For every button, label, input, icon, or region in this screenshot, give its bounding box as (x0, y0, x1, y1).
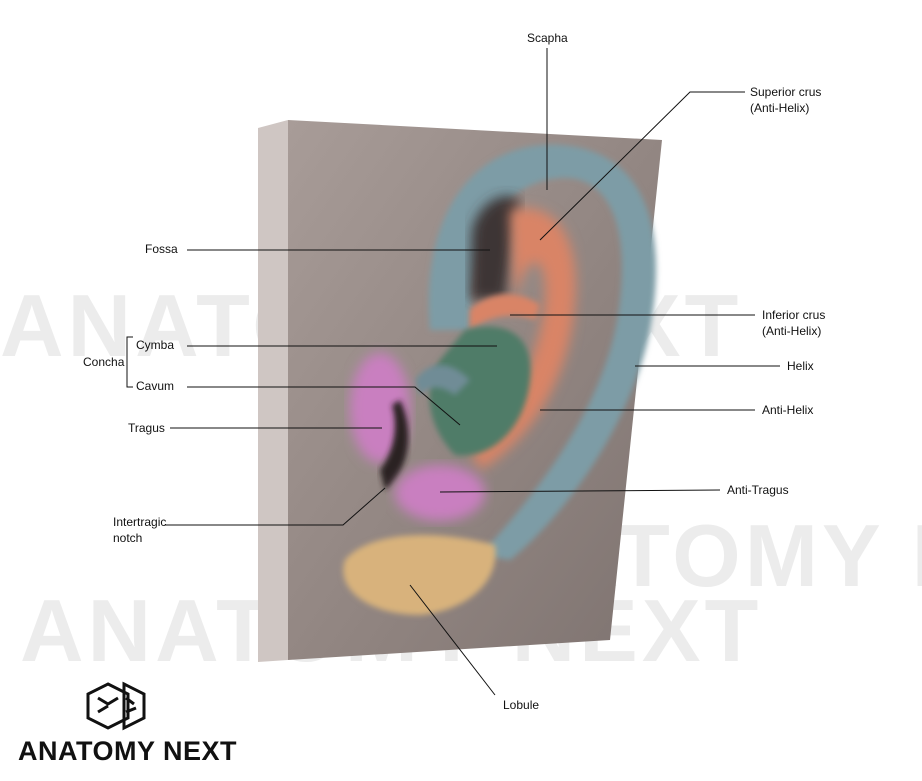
label-lobule: Lobule (503, 698, 540, 712)
helix (428, 144, 656, 560)
label-superior-crus-sub: (Anti-Helix) (750, 101, 810, 115)
label-superior-crus: Superior crus (750, 85, 822, 99)
label-fossa: Fossa (145, 242, 178, 256)
label-cymba: Cymba (136, 338, 175, 352)
leader-anti-tragus (439, 489, 721, 493)
anti-tragus (395, 465, 485, 521)
label-intertragic: Intertragic (113, 515, 167, 529)
label-inferior-crus: Inferior crus (762, 308, 826, 322)
label-anti-helix: Anti-Helix (762, 403, 814, 417)
label-helix: Helix (787, 359, 814, 373)
label-concha: Concha (83, 355, 125, 369)
lobule (343, 535, 496, 615)
helix-crus (415, 365, 470, 395)
anatomy-next-logo-icon (86, 681, 146, 731)
fossa (470, 196, 520, 300)
ear-canal (380, 400, 409, 490)
anti-helix (470, 208, 576, 470)
concha (429, 326, 531, 456)
label-inferior-crus-sub: (Anti-Helix) (762, 324, 822, 338)
inferior-crus (470, 294, 540, 330)
label-intertragic-notch: notch (113, 531, 143, 545)
skin-block-side (258, 120, 288, 662)
leader-superior-crus (539, 91, 745, 241)
label-tragus: Tragus (128, 421, 165, 435)
leader-cavum (187, 386, 461, 426)
label-cavum: Cavum (136, 379, 175, 393)
leader-lobule (409, 584, 496, 696)
anatomy-next-logo-text: ANATOMY NEXT (18, 736, 238, 766)
leader-intertragic-notch (165, 487, 386, 526)
leader-lines (126, 48, 780, 696)
label-scapha: Scapha (527, 31, 568, 45)
label-anti-tragus: Anti-Tragus (727, 483, 789, 497)
concha-bracket (126, 336, 133, 388)
